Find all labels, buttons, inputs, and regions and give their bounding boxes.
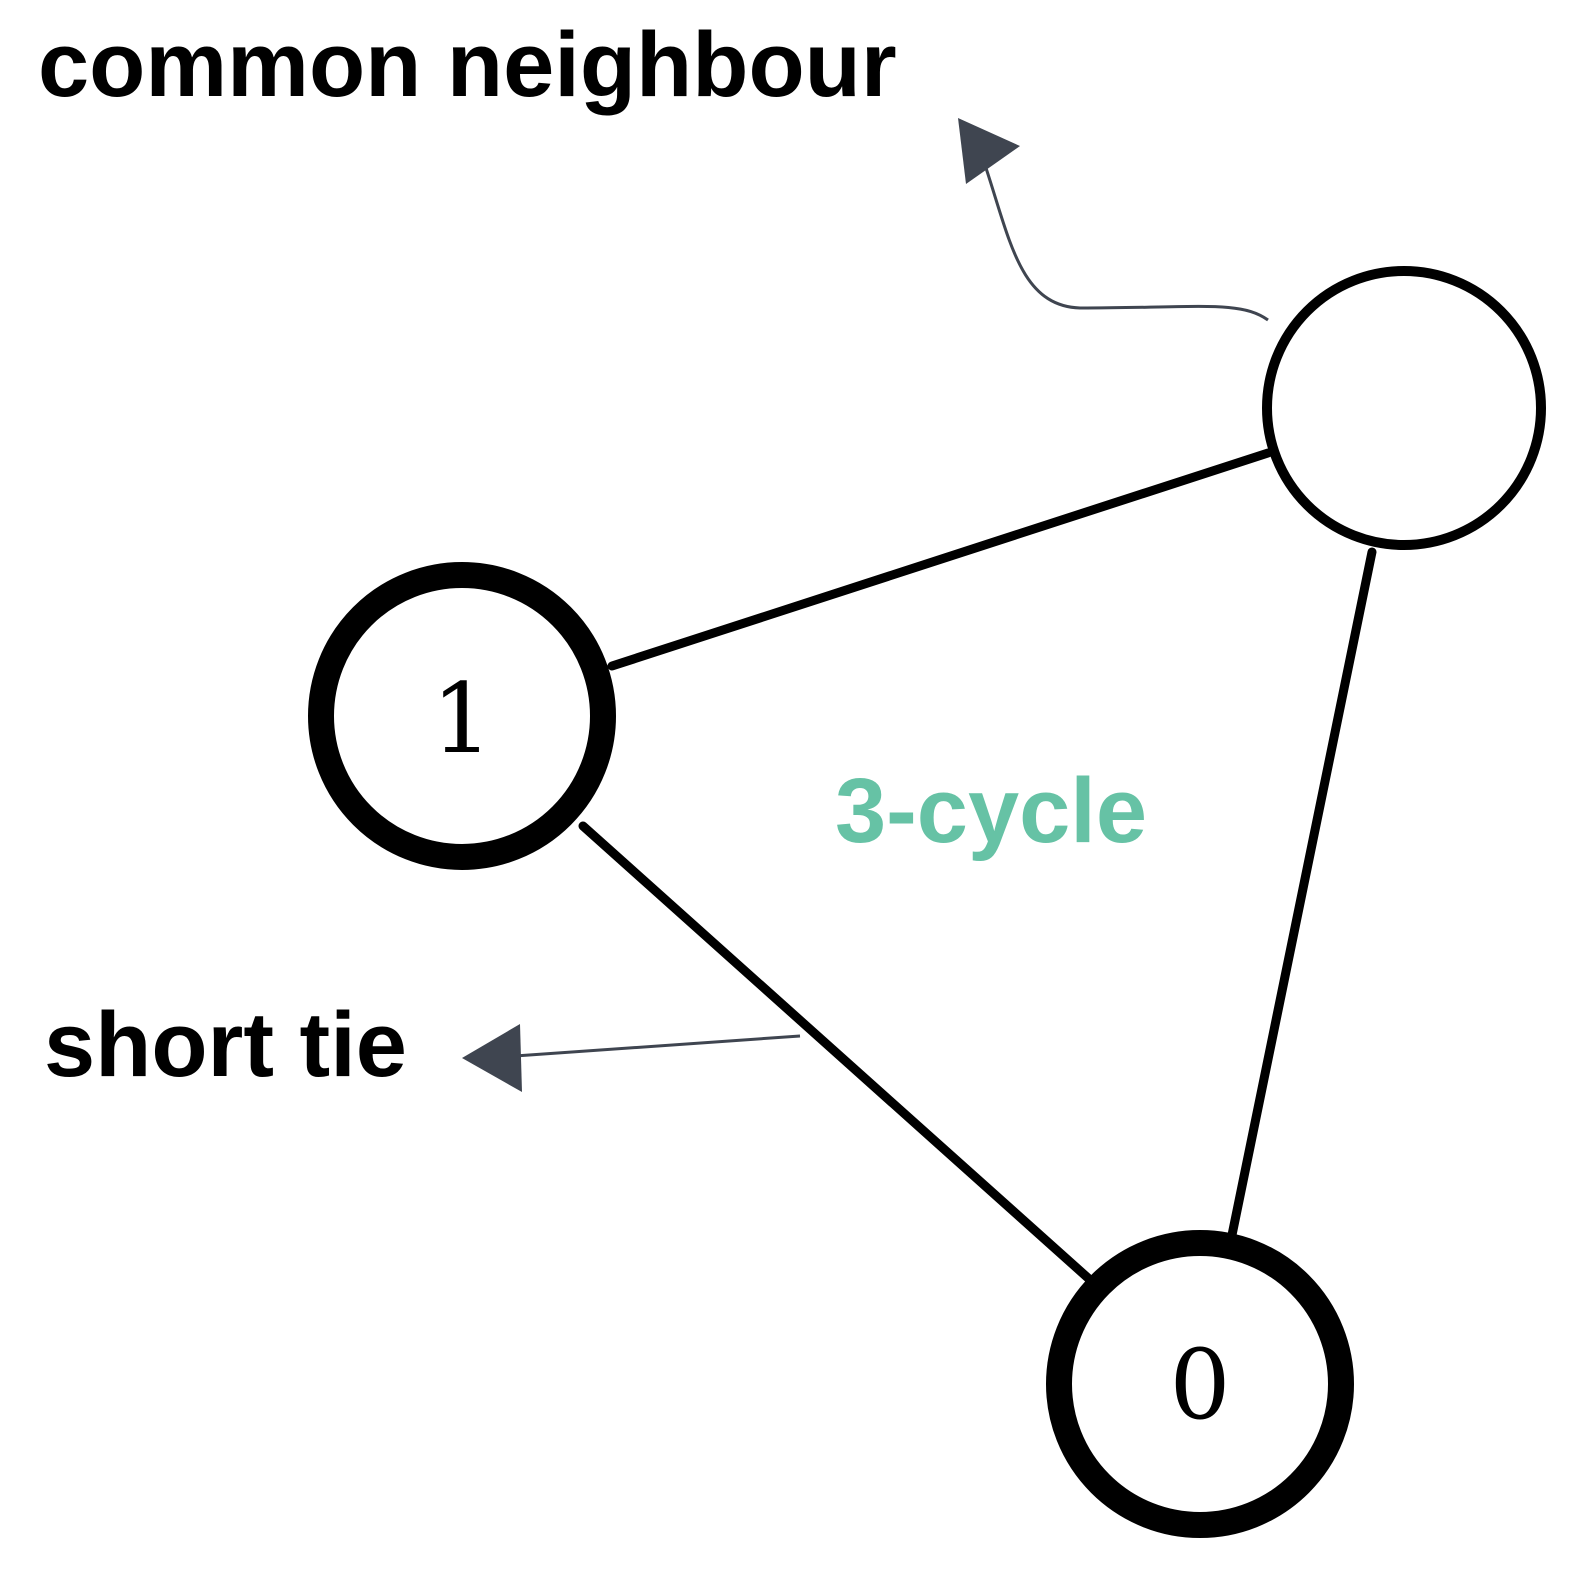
node-1: 1 <box>308 562 616 870</box>
edge-1-0 <box>578 821 1093 1283</box>
short-tie-arrow-line <box>514 1034 801 1058</box>
edge-1-top <box>607 448 1273 671</box>
node-1-label: 1 <box>431 663 492 775</box>
common-neighbour-arrow-line <box>983 164 1269 322</box>
short-tie-label: short tie <box>44 994 407 1096</box>
node-common-neighbour <box>1262 266 1546 550</box>
common-neighbour-arrowhead-icon <box>958 118 1020 184</box>
node-0: 0 <box>1046 1230 1354 1538</box>
node-0-label: 0 <box>1169 1329 1230 1441</box>
short-tie-arrowhead-icon <box>462 1024 522 1092</box>
common-neighbour-label: common neighbour <box>38 14 897 116</box>
edge-top-0 <box>1227 547 1377 1240</box>
three-cycle-label: 3-cycle <box>835 760 1147 862</box>
